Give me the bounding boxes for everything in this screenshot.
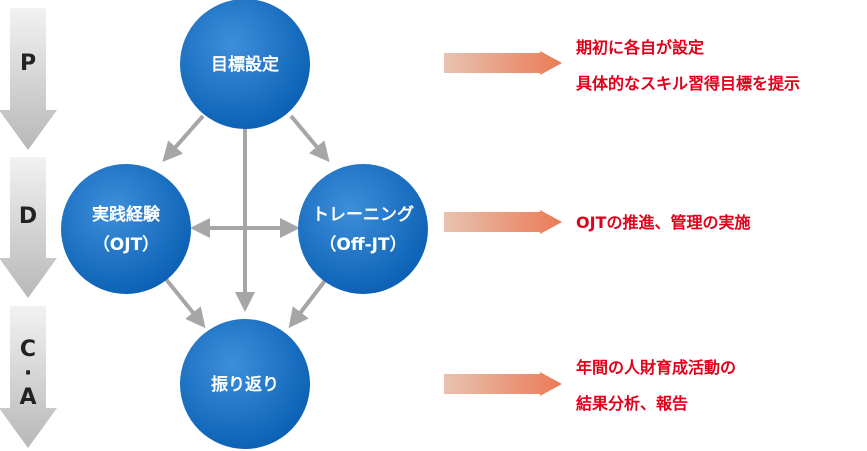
node-practice: 実践経験 （OJT） (61, 164, 191, 294)
connector-practice-review (163, 276, 206, 329)
phase-arrow-d (0, 157, 57, 298)
note-plan: 期初に各自が設定 具体的なスキル習得目標を提示 (444, 38, 800, 93)
phase-label-ca-char: · (24, 361, 32, 386)
phase-label-ca-char: A (19, 385, 36, 410)
node-goal-circle (180, 0, 310, 129)
node-training-circle (298, 164, 428, 294)
phase-label-ca-char: C (20, 337, 36, 362)
phase-label-ca: C·A (19, 337, 36, 410)
node-training: トレーニング （Off-JT） (298, 164, 428, 294)
connectors (162, 114, 330, 329)
phase-arrow-p (0, 8, 57, 150)
note-plan-line-1: 期初に各自が設定 (576, 38, 704, 57)
node-review: 振り返り (180, 319, 310, 449)
phase-arrow-ca (0, 306, 57, 448)
note-arrow-check-act (444, 372, 562, 396)
node-practice-label: 実践経験 (92, 204, 161, 225)
note-arrow-plan (444, 51, 562, 75)
node-training-label: トレーニング (312, 204, 414, 225)
node-goal-label: 目標設定 (211, 54, 279, 75)
note-check-act: 年間の人財育成活動の 結果分析、報告 (444, 358, 736, 413)
note-check-act-line-1: 年間の人財育成活動の (576, 358, 736, 377)
node-practice-circle (61, 164, 191, 294)
connector-goal-practice (162, 114, 205, 162)
note-arrow-do (444, 210, 562, 234)
phase-ca: C·A (0, 306, 57, 448)
note-plan-line-2: 具体的なスキル習得目標を提示 (576, 74, 800, 93)
phase-p: P (0, 8, 57, 150)
connector-goal-training (289, 114, 330, 163)
connector-training-review (288, 276, 329, 329)
phase-label-p: P (20, 51, 36, 76)
note-do: OJTの推進、管理の実施 (444, 210, 750, 234)
node-practice-sublabel: （OJT） (93, 234, 159, 255)
phase-d: D (0, 157, 57, 298)
node-training-sublabel: （Off-JT） (319, 234, 406, 255)
node-review-label: 振り返り (211, 374, 279, 395)
node-goal: 目標設定 (180, 0, 310, 129)
note-check-act-line-2: 結果分析、報告 (576, 394, 688, 413)
phase-label-d: D (19, 204, 37, 229)
node-review-circle (180, 319, 310, 449)
note-do-line-1: OJTの推進、管理の実施 (576, 213, 750, 232)
